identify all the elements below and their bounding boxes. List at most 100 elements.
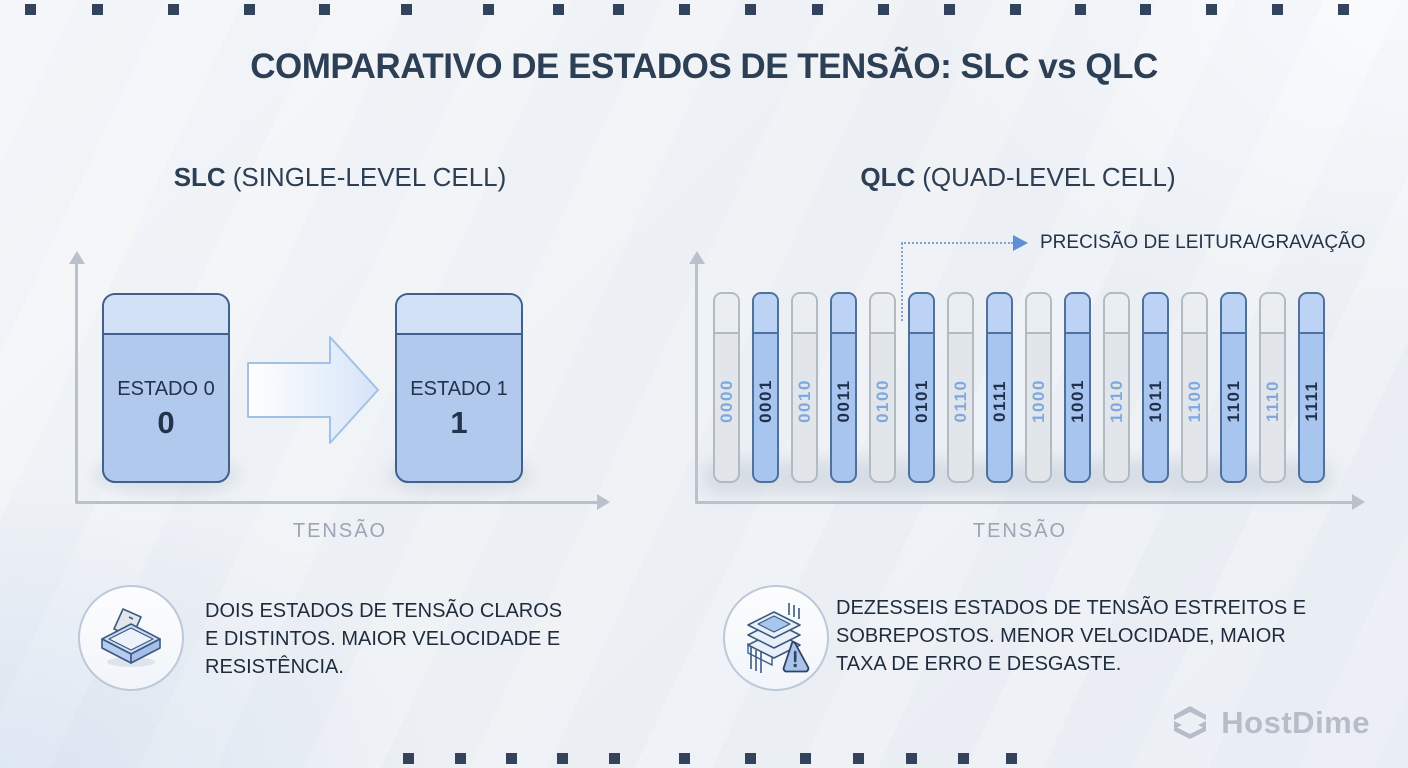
state-label: ESTADO 0 [117, 377, 215, 400]
stacked-cells-warning-icon [747, 603, 810, 673]
qlc-bar-0010: 0010 [791, 292, 818, 483]
qlc-bar-0111: 0111 [986, 292, 1013, 483]
edge-square [483, 4, 494, 15]
edge-square [613, 4, 624, 15]
bar-label: 1010 [1106, 378, 1126, 423]
bar-label: 0110 [950, 379, 970, 423]
qlc-bar-1100: 1100 [1181, 292, 1208, 483]
edge-square [1006, 753, 1017, 764]
hostdime-mark-icon [1174, 706, 1207, 739]
hostdime-logo-text: HostDime [1221, 705, 1370, 740]
qlc-bar-1001: 1001 [1064, 292, 1091, 483]
state-bit: 0 [157, 404, 175, 440]
annotation-dotted-hline [901, 242, 1013, 244]
bar-label: 1000 [1028, 378, 1048, 423]
edge-square [1010, 4, 1021, 15]
qlc-heading-bold: QLC [860, 162, 916, 192]
qlc-bar-0011: 0011 [830, 292, 857, 483]
edge-square [1140, 4, 1151, 15]
edge-square [745, 753, 756, 764]
slc-description-line: E DISTINTOS. MAIOR VELOCIDADE E [205, 628, 561, 650]
edge-square [1075, 4, 1086, 15]
qlc-bar-1111: 1111 [1298, 292, 1325, 483]
qlc-bar-1011: 1011 [1142, 292, 1169, 483]
bar-label: 0001 [755, 378, 775, 423]
edge-square [168, 4, 179, 15]
edge-square [1272, 4, 1283, 15]
edge-square [745, 4, 756, 15]
qlc-description-line: TAXA DE ERRO E DESGASTE. [836, 653, 1122, 675]
qlc-bar-0101: 0101 [908, 292, 935, 483]
card-cap [397, 295, 521, 335]
bar-label: 1101 [1223, 379, 1243, 423]
bar-label: 0000 [716, 378, 736, 423]
bar-cap [793, 294, 816, 334]
qlc-y-axis-arrowhead-icon [689, 251, 705, 264]
card-body: ESTADO 0 0 [104, 335, 228, 483]
edge-square [244, 4, 255, 15]
qlc-bar-1110: 1110 [1259, 292, 1286, 483]
qlc-heading: QLC(QUAD-LEVEL CELL) [778, 162, 1258, 193]
slc-y-axis [75, 263, 78, 503]
bar-cap [715, 294, 738, 334]
bar-cap [1261, 294, 1284, 334]
bar-label: 1011 [1145, 379, 1165, 423]
bar-label: 0111 [989, 379, 1009, 422]
edge-square [1206, 4, 1217, 15]
bar-cap [1144, 294, 1167, 334]
bar-cap [754, 294, 777, 334]
bar-cap [1222, 294, 1245, 334]
hostdime-logo: HostDime [1168, 703, 1370, 743]
bar-cap [1300, 294, 1323, 334]
bar-label: 1111 [1301, 380, 1321, 422]
qlc-description-line: SOBREPOSTOS. MENOR VELOCIDADE, MAIOR [836, 625, 1286, 647]
qlc-axis-label: TENSÃO [972, 520, 1068, 542]
edge-square [906, 753, 917, 764]
bar-cap [832, 294, 855, 334]
bar-cap [910, 294, 933, 334]
qlc-bar-0001: 0001 [752, 292, 779, 483]
slc-state-card-1: ESTADO 1 1 [395, 293, 523, 483]
edge-square [679, 753, 690, 764]
annotation-dotted-vline [901, 243, 903, 321]
slc-heading: SLC(SINGLE-LEVEL CELL) [100, 162, 580, 193]
qlc-description: DEZESSEIS ESTADOS DE TENSÃO ESTREITOS E … [836, 594, 1306, 678]
qlc-bar-1101: 1101 [1220, 292, 1247, 483]
card-cap [104, 295, 228, 335]
slc-x-axis-arrowhead-icon [597, 494, 610, 510]
edge-square [557, 753, 568, 764]
edge-square [401, 4, 412, 15]
bar-label: 1001 [1067, 378, 1087, 423]
page-title: COMPARATIVO DE ESTADOS DE TENSÃO: SLC vs… [250, 47, 1158, 86]
qlc-bar-1000: 1000 [1025, 292, 1052, 483]
edge-square [812, 4, 823, 15]
state-label: ESTADO 1 [410, 377, 508, 400]
bar-label: 1110 [1262, 379, 1282, 422]
card-body: ESTADO 1 1 [397, 335, 521, 483]
edge-square [878, 4, 889, 15]
qlc-heading-rest: (QUAD-LEVEL CELL) [922, 162, 1176, 192]
edge-square [25, 4, 36, 15]
edge-square [553, 4, 564, 15]
bar-label: 0010 [794, 378, 814, 423]
bar-label: 0101 [911, 378, 931, 423]
edge-square [609, 753, 620, 764]
qlc-bar-0100: 0100 [869, 292, 896, 483]
bar-cap [871, 294, 894, 334]
bar-cap [988, 294, 1011, 334]
bar-cap [1183, 294, 1206, 334]
slc-info-circle [78, 585, 184, 691]
transition-arrow-icon [247, 336, 379, 444]
slc-y-axis-arrowhead-icon [69, 251, 85, 264]
qlc-bar-0000: 0000 [713, 292, 740, 483]
qlc-bar-1010: 1010 [1103, 292, 1130, 483]
qlc-y-axis [695, 263, 698, 503]
edge-square [403, 753, 414, 764]
bar-label: 0100 [872, 378, 892, 423]
slc-description-line: RESISTÊNCIA. [205, 656, 344, 678]
edge-square [958, 753, 969, 764]
bar-label: 1100 [1184, 379, 1204, 423]
qlc-x-axis [695, 501, 1353, 504]
memory-card-tray-icon [101, 608, 161, 667]
